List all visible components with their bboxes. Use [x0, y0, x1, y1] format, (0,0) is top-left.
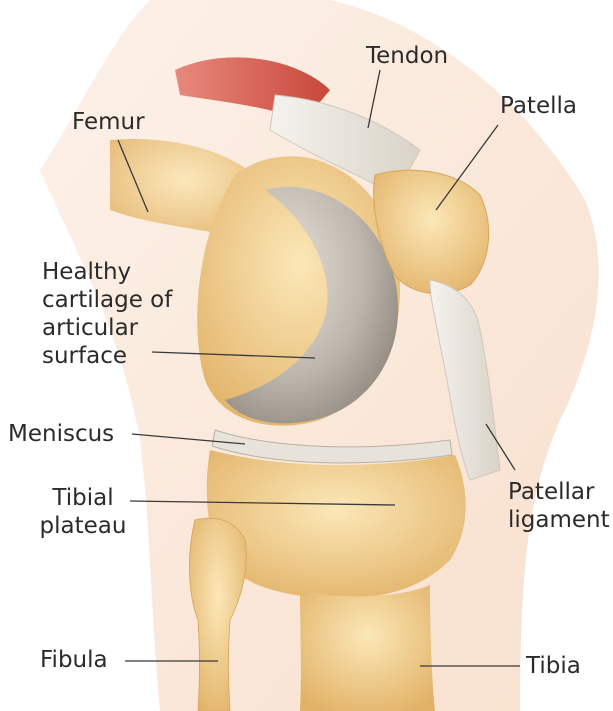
tibia-shaft: [300, 585, 435, 711]
label-meniscus: Meniscus: [8, 420, 114, 448]
label-femur: Femur: [72, 108, 145, 136]
label-tibial-plateau: Tibial plateau: [36, 484, 130, 540]
label-tendon: Tendon: [366, 42, 448, 70]
label-fibula: Fibula: [40, 646, 108, 674]
label-tibia: Tibia: [526, 652, 581, 680]
label-patellar-ligament: Patellar ligament: [508, 478, 610, 534]
label-cartilage: Healthy cartilage of articular surface: [42, 258, 172, 370]
label-patella: Patella: [500, 92, 577, 120]
tibial-plateau: [207, 450, 466, 598]
